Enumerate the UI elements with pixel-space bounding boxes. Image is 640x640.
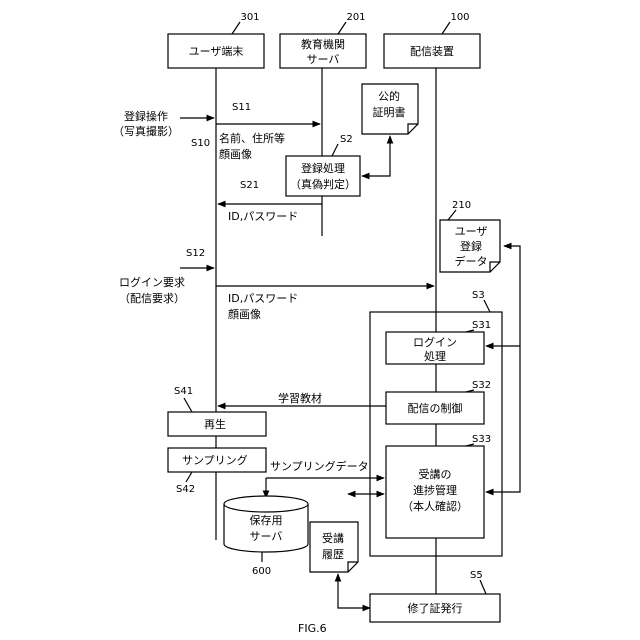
s32-delivery-control: S32 配信の制御: [386, 380, 491, 424]
edu-server-label-2: サーバ: [307, 53, 340, 66]
svg-text:210: 210: [452, 200, 471, 211]
edu-server-ref: 201: [346, 12, 365, 23]
svg-text:S31: S31: [472, 320, 491, 331]
delivery-header: 100 配信装置: [384, 12, 480, 68]
s10-registration-input: 登録操作 （写真撮影） S10: [113, 109, 214, 149]
svg-text:登録操作: 登録操作: [124, 109, 168, 123]
svg-text:学習教材: 学習教材: [278, 391, 322, 405]
svg-text:ユーザ: ユーザ: [455, 225, 488, 238]
svg-text:顔画像: 顔画像: [219, 147, 252, 161]
svg-text:履歴: 履歴: [322, 548, 344, 561]
history-document: 受講 履歴: [310, 522, 370, 608]
user-terminal-header: 301 ユーザ端末: [168, 12, 264, 68]
svg-text:S11: S11: [232, 102, 251, 113]
svg-text:データ: データ: [455, 254, 488, 268]
svg-text:（真偽判定）: （真偽判定）: [290, 177, 356, 191]
svg-text:顔画像: 顔画像: [228, 307, 261, 321]
svg-text:サーバ: サーバ: [250, 530, 283, 543]
svg-text:受講: 受講: [322, 531, 344, 545]
svg-text:登録処理: 登録処理: [301, 161, 345, 175]
user-terminal-ref: 301: [240, 12, 259, 23]
svg-text:（配信要求）: （配信要求）: [119, 292, 185, 305]
svg-text:ログイン: ログイン: [413, 335, 457, 349]
svg-text:（写真撮影）: （写真撮影）: [113, 124, 179, 138]
edu-server-header: 201 教育機関 サーバ: [280, 12, 366, 68]
user-data-feedback-arrows: [486, 246, 520, 492]
svg-text:S12: S12: [186, 248, 205, 259]
svg-text:S10: S10: [191, 138, 210, 149]
certificate-document: 公的 証明書: [362, 84, 418, 134]
svg-text:保存用: 保存用: [250, 513, 283, 527]
svg-text:進捗管理: 進捗管理: [413, 483, 457, 497]
s11-message: S11 名前、住所等 顔画像: [216, 102, 320, 161]
s31-login-process: S31 ログイン 処理: [386, 320, 491, 364]
figure-label: FIG.6: [298, 622, 327, 635]
delivery-ref: 100: [450, 12, 469, 23]
svg-text:S41: S41: [174, 386, 193, 397]
svg-text:S42: S42: [176, 484, 195, 495]
svg-text:（本人確認）: （本人確認）: [402, 499, 468, 513]
svg-text:サンプリングデータ: サンプリングデータ: [270, 459, 369, 473]
s12-login-request: S12 ログイン要求 （配信要求）: [119, 248, 214, 305]
svg-text:S33: S33: [472, 434, 491, 445]
svg-text:再生: 再生: [204, 417, 226, 431]
svg-text:ログイン要求: ログイン要求: [119, 275, 185, 289]
s32-message: 学習教材: [218, 391, 386, 406]
s42-message: サンプリングデータ: [266, 459, 384, 478]
svg-text:処理: 処理: [424, 350, 446, 363]
svg-text:証明書: 証明書: [373, 105, 406, 119]
svg-text:受講の: 受講の: [419, 467, 452, 481]
svg-text:600: 600: [252, 566, 271, 577]
svg-text:S5: S5: [470, 570, 483, 581]
svg-text:S21: S21: [240, 180, 259, 191]
svg-text:ID,パスワード: ID,パスワード: [228, 292, 298, 305]
s5-certificate-issue: S5 修了証発行: [370, 570, 500, 622]
svg-text:S32: S32: [472, 380, 491, 391]
storage-server: 保存用 サーバ 600: [224, 478, 308, 577]
s2-registration-process: S2 登録処理 （真偽判定）: [286, 134, 390, 196]
svg-text:サンプリング: サンプリング: [182, 453, 248, 467]
user-terminal-label: ユーザ端末: [189, 44, 244, 58]
s12-message: ID,パスワード 顔画像: [216, 286, 434, 321]
svg-text:S2: S2: [340, 134, 353, 145]
svg-text:名前、住所等: 名前、住所等: [219, 131, 285, 145]
user-data-document: 210 ユーザ 登録 データ: [440, 200, 500, 272]
s42-sampling: サンプリング S42: [168, 448, 266, 495]
svg-text:登録: 登録: [460, 239, 482, 253]
svg-text:修了証発行: 修了証発行: [408, 601, 463, 615]
svg-text:ID,パスワード: ID,パスワード: [228, 210, 298, 223]
edu-server-label-1: 教育機関: [301, 37, 345, 51]
s41-playback: S41 再生: [168, 386, 266, 436]
svg-text:S3: S3: [472, 290, 485, 301]
delivery-label: 配信装置: [410, 45, 454, 58]
svg-text:公的: 公的: [378, 89, 400, 103]
svg-text:配信の制御: 配信の制御: [408, 401, 463, 415]
